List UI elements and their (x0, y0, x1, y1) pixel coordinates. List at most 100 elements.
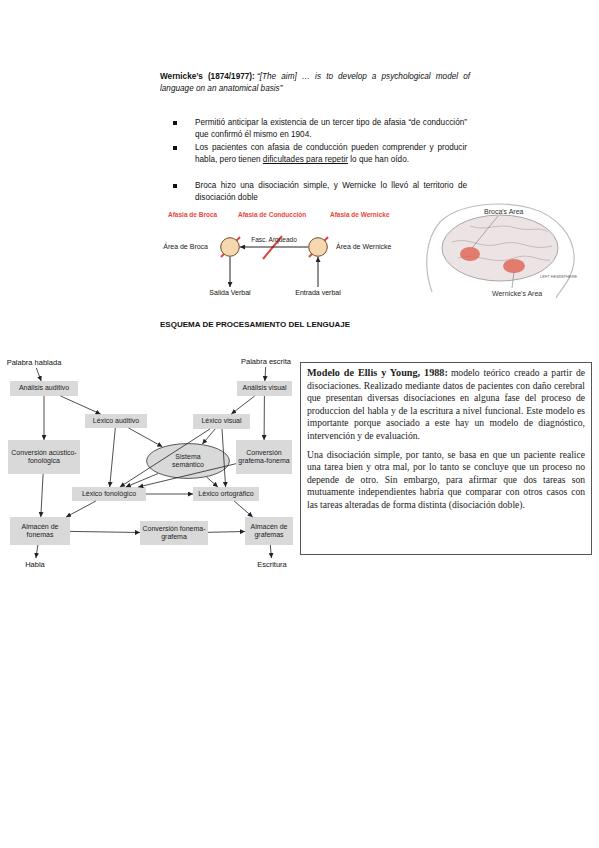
text-node: Palabra hablada (3, 356, 65, 368)
area-name: Área de Broca (163, 242, 208, 252)
node-text: Entrada verbal (295, 289, 341, 296)
node-text: Habla (25, 560, 45, 569)
leader-line (472, 216, 498, 248)
process-box: Conversión fonema-grafema (140, 521, 208, 545)
bullet-marker (173, 146, 177, 150)
node-text: Léxico ortográfico (198, 490, 253, 498)
lesion-slash (221, 237, 240, 257)
text-node: Entrada verbal (288, 287, 348, 298)
node-text: Conversión acústico-fonológica (10, 449, 78, 465)
text-node: Salida Verbal (200, 287, 260, 298)
node-text: Léxico fonológico (82, 490, 136, 498)
process-box: Léxico visual (193, 414, 250, 429)
aphasia-label: Afasia de Wernicke (330, 211, 390, 218)
connector-arrow (202, 429, 215, 444)
connector-arrow (230, 257, 231, 287)
aphasia-label: Afasia de Broca (168, 211, 217, 218)
node-text: Palabra escrita (241, 357, 291, 366)
connector-arrow (207, 477, 218, 487)
connector-arrow (36, 545, 38, 558)
panel-paragraph: Una disociación simple, por tanto, se ba… (307, 449, 585, 512)
process-box: Léxico auditivo (85, 414, 147, 428)
connector-arrow (126, 474, 158, 487)
heading-paragraph: Wernicke’s (1874/1977):“[The aim] … is t… (160, 71, 470, 96)
connector-arrow (318, 257, 319, 287)
process-box: Almacén de fonemas (10, 517, 70, 545)
connector-arrow (41, 474, 43, 517)
connector-label: Fasc. Arqueado (251, 236, 297, 243)
process-box: Conversión grafema-fonema (236, 440, 292, 474)
head-outline (427, 204, 574, 298)
brain-shape (442, 215, 558, 281)
bullet-item: Permitió anticipar la existencia de un t… (195, 117, 467, 142)
node-text: Palabra hablada (7, 358, 62, 367)
section-title: ESQUEMA DE PROCESAMIENTO DEL LENGUAJE (160, 320, 350, 329)
node-text: Conversión fonema-grafema (142, 525, 206, 541)
ellipse-shape (147, 444, 230, 479)
bullet-text: Permitió anticipar la existencia de un t… (195, 118, 467, 139)
process-box: Léxico ortográfico (193, 487, 259, 501)
node-text: Almacén de fonemas (12, 523, 68, 539)
connector-arrow (70, 531, 140, 532)
lesion-slashes (221, 236, 328, 259)
panel-text: Una disociación simple, por tanto, se ba… (307, 449, 585, 512)
broca-area-spot (460, 247, 480, 261)
node-text: Salida Verbal (209, 289, 250, 296)
area-name: Área de Wernicke (336, 242, 392, 252)
leader-line (512, 272, 514, 288)
brain-area-circle: Área de Broca (220, 237, 240, 257)
connector-arrow (66, 501, 96, 517)
connector-arrow (270, 545, 271, 558)
connector-arrow (146, 494, 193, 495)
panel-text: modelo teórico creado a partir de disoci… (307, 367, 585, 441)
connector-arrow (129, 428, 163, 447)
panel-paragraph: Modelo de Ellis y Young, 1988:modelo teó… (307, 367, 585, 443)
circle-shape (221, 238, 240, 257)
node-text: Sistema semántico (164, 453, 212, 469)
node-text: Léxico auditivo (93, 417, 139, 425)
bullet-item: Broca hizo una disociación simple, y Wer… (195, 180, 467, 205)
connector-arrow (264, 367, 266, 381)
node-text: Análisis auditivo (19, 384, 69, 392)
lesion-slash (309, 237, 328, 257)
connector-arrow (36, 368, 41, 381)
connector-arrow (44, 396, 45, 440)
area-label: Wernicke's Area (492, 290, 542, 297)
process-box: Conversión acústico-fonológica (8, 440, 80, 474)
circle-shape (309, 238, 328, 257)
process-box: Léxico fonológico (72, 487, 146, 501)
connector-arrow (240, 247, 308, 248)
circle-outline (308, 237, 328, 257)
brain-folds (452, 226, 552, 261)
connector-arrow (208, 531, 245, 533)
brain-area-circle: Área de Wernicke (308, 237, 328, 257)
bullet-text: Broca hizo una disociación simple, y Wer… (195, 181, 467, 202)
connector-arrow (61, 396, 101, 414)
process-box: Análisis visual (237, 381, 292, 396)
connector-arrow (110, 428, 116, 487)
hemisphere-label: LEFT HEMISPHERE (540, 274, 577, 279)
node-text: Almacén de grafemas (247, 523, 291, 539)
bullet-text: dificultades para repetir (263, 155, 348, 164)
connector-arrow (234, 501, 253, 517)
semantic-ellipse: Sistema semántico (146, 443, 230, 479)
node-text: Léxico visual (201, 417, 241, 425)
node-text: Conversión grafema-fonema (238, 449, 290, 465)
panel-heading: Modelo de Ellis y Young, 1988: (307, 367, 448, 378)
process-box: Análisis auditivo (10, 381, 78, 396)
heading-text: Wernicke’s (1874/1977): (160, 72, 255, 81)
bullet-marker (173, 184, 177, 188)
node-text: Análisis visual (243, 384, 287, 392)
aphasia-label: Afasia de Conducción (238, 211, 306, 218)
process-box: Almacén de grafemas (245, 517, 293, 545)
text-node: Escritura (250, 558, 294, 570)
circle-outline (220, 237, 240, 257)
connector-arrow (231, 396, 254, 414)
bullet-text: lo que han oído. (350, 155, 409, 164)
connector-arrow (264, 396, 265, 440)
brain-illustration (427, 204, 574, 298)
node-text: Escritura (257, 560, 287, 569)
text-node: Palabra escrita (236, 355, 296, 367)
area-label: Broca's Area (484, 208, 523, 215)
